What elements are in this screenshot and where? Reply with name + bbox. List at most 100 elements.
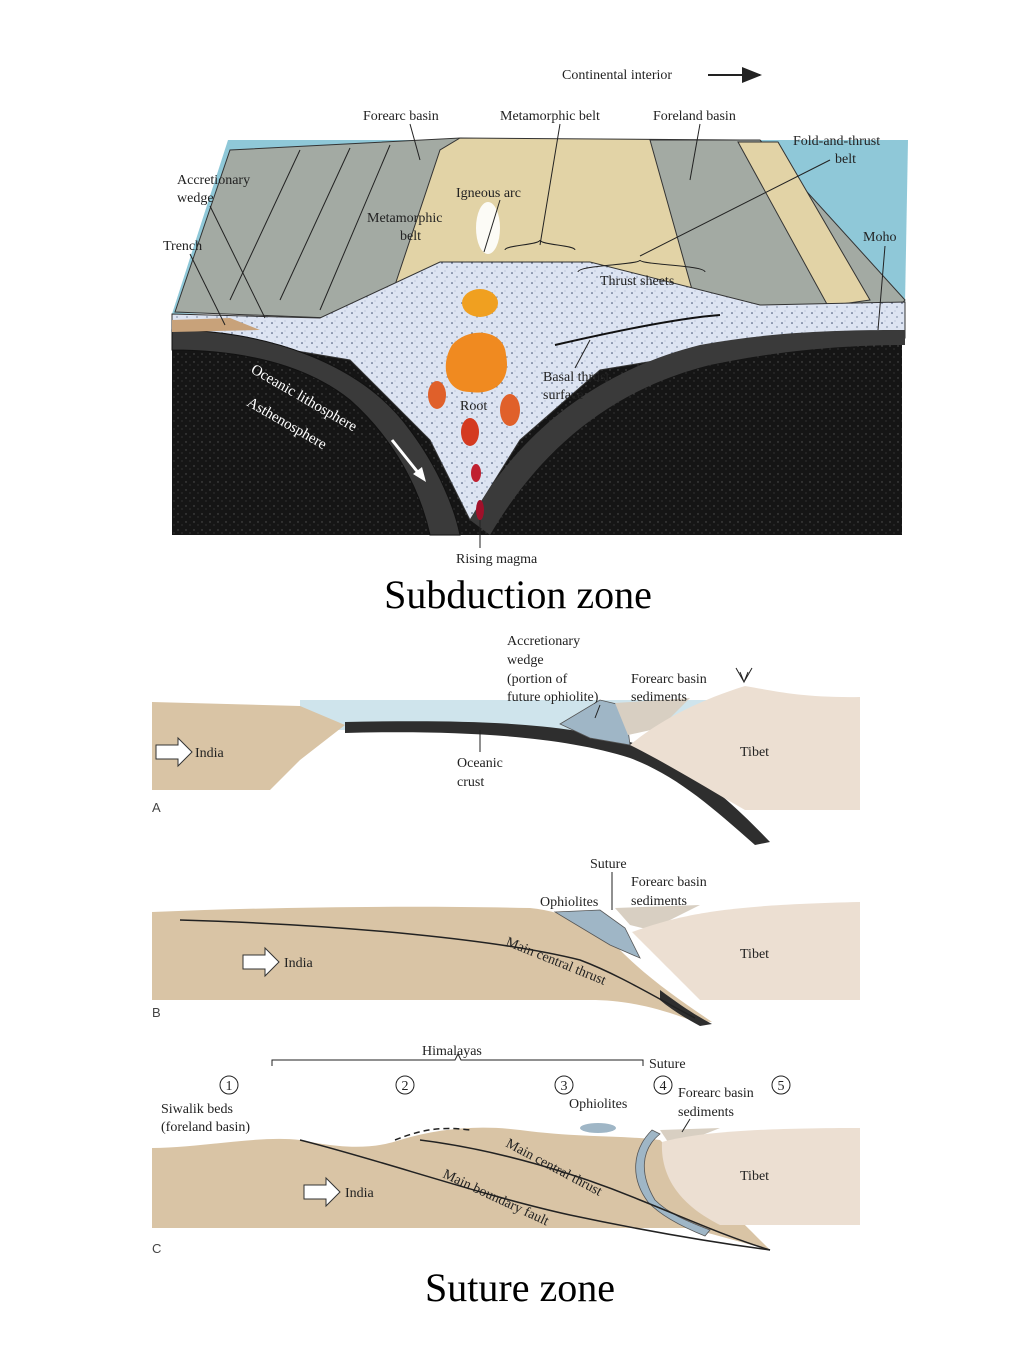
panel-c-label-siwalik-1: Siwalik beds [161,1102,233,1117]
panel-b-letter: B [152,1005,161,1020]
panel-c-marker-5: 5 [771,1075,791,1095]
panel-a-label-tibet: Tibet [740,745,769,760]
subduction-arrow [390,439,422,476]
subduction-diagram: Continental interior Forearc basin Metam… [163,67,908,617]
panel-c-marker-4: 4 [653,1075,673,1095]
oceanic-slab [171,329,461,536]
panel-c-india-arrow [303,1176,341,1208]
panel-c-label-tibet: Tibet [740,1169,769,1184]
bracket-thrust-sheets [577,259,706,273]
panel-b-label-forearc-2: sediments [631,894,687,909]
panel-c-label-india: India [345,1186,375,1201]
panel-a-forearc-sediment [615,698,690,735]
continental-interior-label: Continental interior [562,68,672,83]
panel-a-label-acc-1: Accretionary [507,634,580,649]
panel-c-mbf-line [299,1139,771,1251]
panel-a-oceanic-crust [345,721,770,845]
panel-a-label-oceanic-2: crust [457,775,484,790]
panel-b-label-suture: Suture [590,857,627,872]
panel-a-tibet-block [630,686,860,810]
magma-blob-top [462,289,498,317]
svg-text:2: 2 [402,1079,409,1094]
bracket-metamorphic [504,239,576,251]
label-metamorphic-belt-top: Metamorphic belt [500,109,600,124]
magma-blob-left [428,381,446,409]
panel-c-tibet-block [661,1128,860,1225]
panel-c-label-suture: Suture [649,1057,686,1072]
magma-root [445,332,508,393]
label-moho: Moho [863,230,896,245]
basal-thrust-line [554,314,721,346]
label-metamorphic-1: Metamorphic [367,211,442,226]
label-thrust-sheets: Thrust sheets [600,274,674,289]
label-foreland-basin: Foreland basin [653,109,736,124]
volcanic-plume [476,202,500,254]
magma-blob-low [471,464,481,482]
label-fold-thrust-2: belt [835,152,856,167]
panel-b-label-forearc-1: Forearc basin [631,875,707,890]
label-fold-thrust-1: Fold-and-thrust [793,134,880,149]
panel-c-label-himalayas: Himalayas [422,1044,482,1059]
panel-a-label-oceanic-1: Oceanic [457,756,503,771]
panel-a-india-block [152,702,345,790]
panel-a-label-acc-3: (portion of [507,672,568,687]
panel-b-label-ophiolites: Ophiolites [540,895,598,910]
continental-lithosphere-base [470,330,905,535]
panel-a-label-acc-4: future ophiolite) [507,690,599,705]
panel-c-label-ophiolites: Ophiolites [569,1097,627,1112]
label-root: Root [460,399,487,414]
panel-b-forearc-sediment [615,905,700,930]
panel-c: Himalayas Suture 1 2 3 4 5 Siwalik beds … [152,1044,860,1310]
label-trench: Trench [163,239,202,254]
caption-suture-zone: Suture zone [425,1265,615,1310]
panel-c-label-forearc-1: Forearc basin [678,1086,754,1101]
panel-c-label-siwalik-2: (foreland basin) [161,1120,250,1135]
panel-c-marker-3: 3 [554,1075,574,1095]
panel-b-slab-tip [660,990,712,1026]
panel-c-india-block [152,1127,770,1250]
svg-text:4: 4 [660,1079,667,1094]
panel-c-marker-1: 1 [219,1075,239,1095]
panel-b-india-block [152,906,712,1022]
trench-sediment [172,318,260,332]
panel-b-india-arrow [242,946,280,978]
svg-text:3: 3 [561,1079,568,1094]
magma-blob-bottom [476,500,484,520]
svg-text:1: 1 [226,1079,233,1094]
panel-a-label-india: India [195,746,225,761]
label-accretionary-2: wedge [177,191,214,206]
panel-a-label-forearc-1: Forearc basin [631,672,707,687]
panel-c-suture-band [635,1129,711,1237]
panel-b-label-india: India [284,956,314,971]
panel-b: India Suture Ophiolites Forearc basin se… [152,857,860,1026]
panel-b-mct-line [179,919,696,1019]
magma-blob-right [500,394,520,426]
panel-b-ophiolites [553,909,641,959]
panel-a-label-acc-2: wedge [507,653,544,668]
label-rising-magma: Rising magma [456,552,538,567]
label-basal-2: surface [543,388,583,403]
panel-a-arc-symbol [735,667,753,684]
subduction-arrowhead [413,467,426,482]
panel-c-forearc-sediment [660,1128,720,1142]
panel-c-letter: C [152,1241,161,1256]
panel-c-ophiolites [580,1123,616,1133]
svg-text:5: 5 [778,1079,785,1094]
label-forearc-basin: Forearc basin [363,109,439,124]
panel-a-india-arrow [155,736,193,768]
panel-c-label-forearc-2: sediments [678,1105,734,1120]
panel-c-himalayas-bracket [271,1052,644,1066]
label-igneous-arc: Igneous arc [456,186,521,201]
panel-a-label-forearc-2: sediments [631,690,687,705]
panel-c-marker-2: 2 [395,1075,415,1095]
label-accretionary-1: Accretionary [177,173,250,188]
caption-subduction-zone: Subduction zone [384,572,652,617]
panel-b-label-tibet: Tibet [740,947,769,962]
panel-a: India Accretionary wedge (portion of fut… [152,634,860,845]
panel-a-letter: A [152,800,161,815]
panel-c-mct-line [419,1139,771,1251]
label-basal-1: Basal thrust [543,370,610,385]
label-metamorphic-2: belt [400,229,421,244]
